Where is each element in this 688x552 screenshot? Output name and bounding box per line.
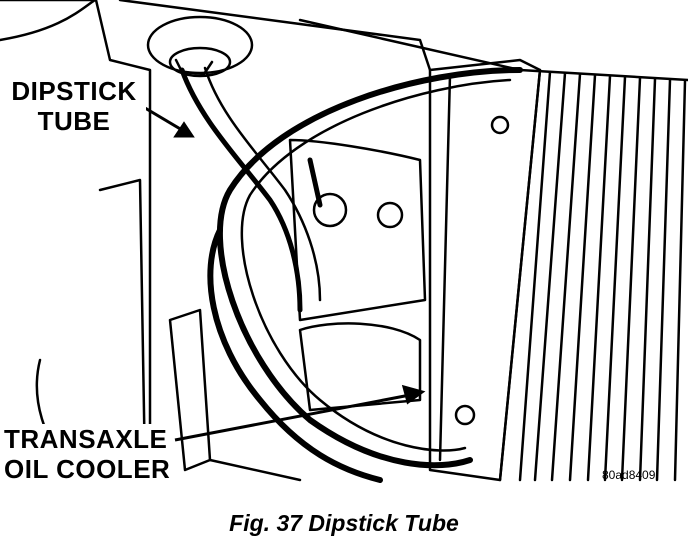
dipstick-tube-illustration [0, 0, 688, 483]
callout-line: TRANSAXLE [4, 424, 168, 454]
callout-line: OIL COOLER [4, 454, 171, 484]
transaxle-oil-cooler [428, 58, 688, 482]
callout-line: TUBE [37, 106, 111, 136]
filler-cap [146, 15, 254, 75]
engine-outline-left [0, 0, 97, 42]
transaxle-oil-cooler-callout: TRANSAXLE OIL COOLER [2, 424, 173, 484]
dipstick-tube [179, 67, 303, 313]
dipstick-tube-callout: DIPSTICK TUBE [2, 76, 146, 136]
callout-line: DIPSTICK [11, 76, 137, 106]
cooler-line [216, 67, 523, 469]
figure-caption: Fig. 37 Dipstick Tube [229, 510, 459, 536]
reference-code: 80ad8409 [602, 468, 656, 482]
